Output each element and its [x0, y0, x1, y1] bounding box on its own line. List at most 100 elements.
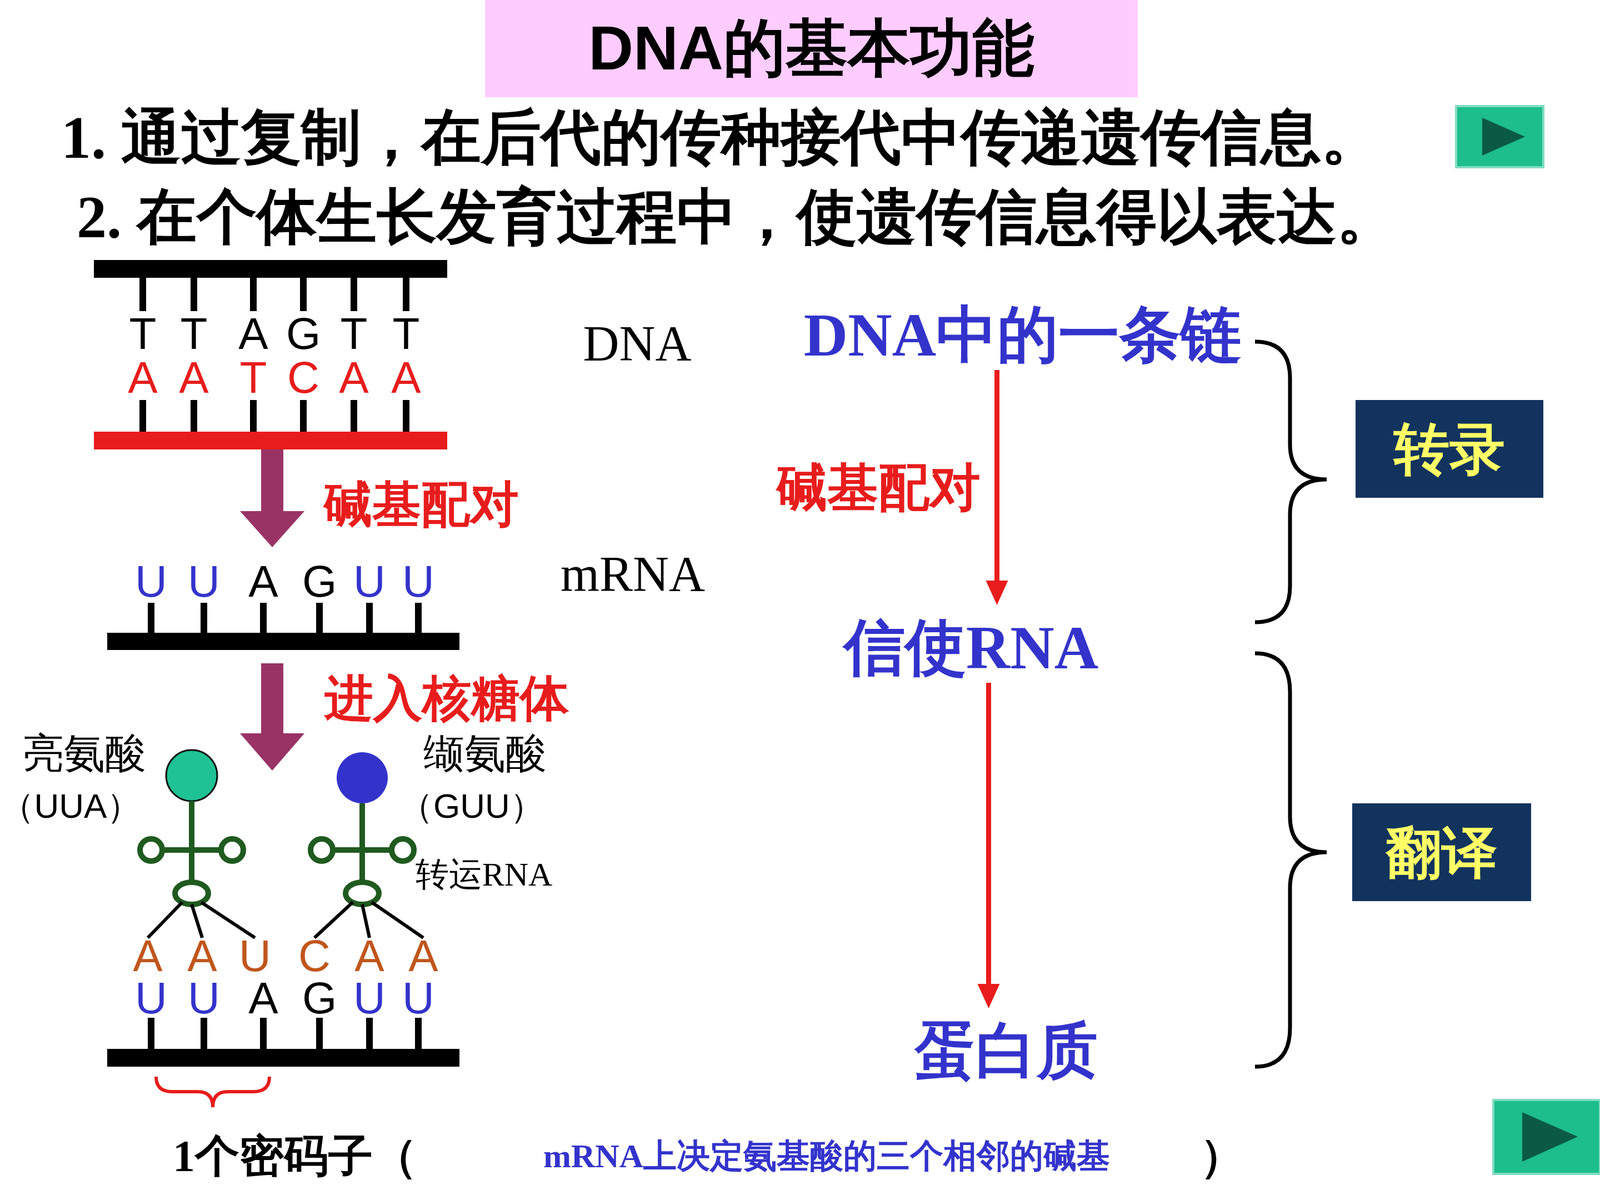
base-letter: A	[187, 933, 217, 979]
base-letter: A	[338, 355, 369, 400]
step-label: 进入核糖体	[324, 674, 569, 724]
dna-strand-bar	[93, 260, 448, 278]
base-letter: G	[302, 976, 337, 1021]
mrna-strand-bar	[107, 1048, 460, 1067]
trna-loop	[345, 882, 379, 905]
base-tick	[366, 602, 373, 633]
amino-acid-name: 亮氨酸	[22, 732, 147, 774]
base-letter: U	[402, 976, 435, 1021]
trna-leg	[201, 902, 255, 938]
base-tick	[415, 1017, 422, 1049]
base-letter: C	[287, 355, 320, 400]
base-letter: U	[238, 933, 272, 979]
molecule-label: mRNA	[560, 549, 705, 600]
mrna-strand-bar	[107, 632, 460, 650]
trna-loop	[140, 838, 163, 862]
nav-button	[1493, 1100, 1600, 1174]
trna-leg	[314, 902, 353, 938]
base-tick	[300, 400, 307, 432]
base-letter: T	[340, 311, 368, 357]
base-letter: U	[402, 559, 435, 604]
base-letter: U	[187, 976, 220, 1021]
base-letter: U	[187, 559, 220, 604]
base-letter: T	[392, 311, 420, 357]
base-tick	[300, 277, 307, 312]
base-letter: A	[238, 311, 268, 357]
base-letter: U	[353, 976, 386, 1021]
play-icon	[1522, 1112, 1578, 1162]
trna-stem	[188, 801, 195, 884]
trna-loop	[175, 882, 209, 905]
base-letter: A	[408, 933, 438, 979]
codon-brace	[156, 1076, 270, 1108]
base-letter: A	[178, 355, 209, 400]
base-tick	[250, 400, 257, 432]
base-tick	[250, 277, 257, 312]
stage-box: 转录	[1355, 400, 1544, 498]
base-letter: U	[135, 976, 168, 1021]
arrow-head	[986, 580, 1009, 605]
node-text: 信使RNA	[843, 617, 1099, 679]
edge-label: 碱基配对	[776, 462, 981, 514]
amino-acid-name: 缬氨酸	[423, 732, 547, 774]
trna-legs	[314, 902, 424, 938]
statement-text: 2. 在个体生长发育过程中，使遗传信息得以表达。	[76, 187, 1397, 248]
dna-template-bar	[93, 431, 448, 450]
base-tick	[350, 400, 358, 432]
base-letter: A	[248, 976, 278, 1021]
molecule-label: DNA	[583, 318, 692, 369]
base-tick	[316, 1017, 323, 1049]
trna-leg	[371, 902, 424, 938]
arrow-shaft	[994, 370, 1000, 583]
part-label: 转运RNA	[415, 857, 553, 892]
step-label: 碱基配对	[323, 480, 519, 530]
trna-leg	[362, 904, 370, 938]
group-brace	[1255, 653, 1327, 1067]
node-text: DNA中的一条链	[803, 304, 1242, 366]
dna-ticks	[142, 277, 407, 432]
node-text: 翻译	[1386, 824, 1498, 880]
base-letter: G	[302, 559, 337, 604]
base-tick	[147, 1017, 155, 1049]
base-tick	[415, 602, 422, 633]
trna-symbol	[310, 803, 414, 905]
arrow-head	[977, 983, 1000, 1009]
base-tick	[190, 277, 198, 312]
base-letter: A	[248, 559, 278, 604]
base-tick	[200, 602, 208, 633]
base-tick	[190, 400, 198, 432]
note-text: 1个密码子（	[172, 1133, 418, 1179]
trna-arm	[162, 847, 222, 853]
trna-legs	[147, 902, 255, 938]
flow-arrow	[977, 682, 1000, 1009]
stage-box: 翻译	[1352, 803, 1532, 902]
mrna-ticks	[151, 602, 419, 633]
trna-loop	[391, 838, 414, 862]
slide-title: DNA的基本功能	[485, 0, 1138, 98]
base-letter: A	[127, 355, 158, 400]
base-letter: T	[240, 355, 268, 400]
codon-label: （UUA）	[0, 788, 142, 824]
base-letter: U	[135, 559, 168, 604]
base-tick	[402, 400, 410, 432]
trna-symbol	[140, 801, 244, 905]
base-letter: G	[286, 311, 321, 357]
mrna-ticks	[151, 1017, 419, 1049]
trna-loop	[310, 838, 333, 862]
process-step: DNA中的一条链	[803, 304, 1242, 366]
base-letter: A	[132, 933, 163, 979]
base-letter: A	[354, 933, 384, 979]
base-tick	[260, 602, 267, 633]
trna-arm	[332, 847, 392, 853]
codon-label: （GUU）	[398, 788, 545, 824]
group-brace	[1255, 341, 1327, 623]
trna-leg	[191, 904, 203, 938]
process-step: 信使RNA	[843, 617, 1099, 679]
note-text: ）	[1200, 1133, 1245, 1179]
nav-button	[1456, 106, 1544, 168]
base-tick	[147, 602, 155, 633]
trna-loop	[221, 838, 244, 862]
amino-acid-ball	[336, 752, 388, 804]
base-tick	[366, 1017, 373, 1049]
